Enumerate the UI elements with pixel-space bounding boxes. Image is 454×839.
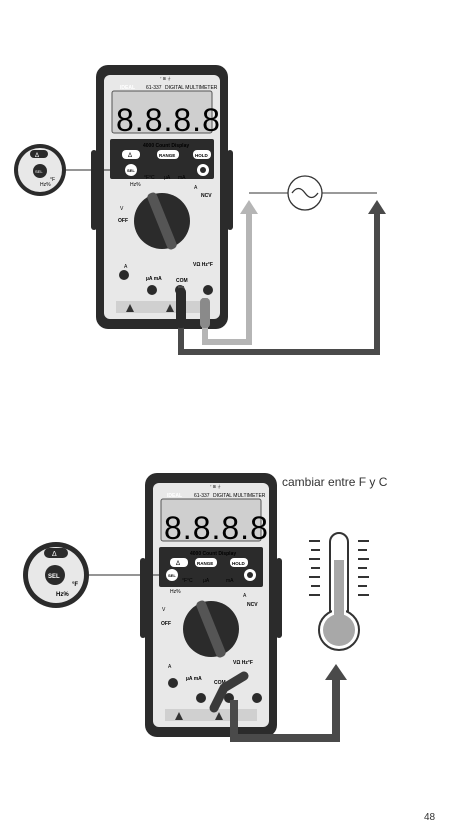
sel-button-top[interactable]: SEL: [127, 168, 135, 173]
range-button-top[interactable]: RANGE: [159, 153, 175, 158]
probe-red-top: [200, 298, 210, 328]
meter-top-warnings: ᐩ ⊞ ⏚: [160, 75, 171, 81]
lead-arrow-bottom-head: [325, 664, 347, 680]
dial-ncv-top: NCV: [201, 193, 212, 199]
count-display-bottom: 4000 Count Display: [190, 551, 236, 557]
delta-button-top[interactable]: Δ: [128, 153, 132, 159]
lead-arrow-light-head: [240, 200, 258, 214]
dial-v-top: V: [120, 206, 124, 212]
jack-com-top: COM: [176, 278, 188, 284]
callout-delta-top: Δ: [35, 153, 39, 159]
range-button-bottom[interactable]: RANGE: [197, 561, 213, 566]
thermometer-icon: [309, 532, 369, 651]
dial-ma-top: mA: [178, 175, 186, 181]
jack-uama-top: µA mA: [146, 276, 162, 282]
jack-v-bottom: VΩ Hz°F: [233, 660, 253, 666]
dial-hz-top: Hz%: [130, 182, 141, 188]
dial-hz-bottom: Hz%: [170, 589, 181, 595]
callout-sel-bottom: SEL: [48, 574, 60, 580]
callout-hz-top: Hz%: [40, 182, 51, 188]
dial-ma-bottom: mA: [226, 578, 234, 584]
caption-switch-f-c: cambiar entre F y C: [282, 475, 388, 489]
model-bottom: 61-337: [194, 493, 210, 499]
dial-ua-bottom: µA: [203, 578, 210, 584]
callout-bottom: Δ SEL °F Hz%: [23, 542, 166, 608]
title-bottom: DIGITAL MULTIMETER: [213, 493, 266, 499]
sel-button-bottom[interactable]: SEL: [168, 573, 176, 578]
dial-temp-bottom: °F°C: [182, 578, 193, 584]
meter-bottom-warnings: ᐩ ⊞ ⏚: [210, 483, 221, 489]
callout-sel-top: SEL: [35, 169, 43, 174]
brand-logo-top: IDEAL: [120, 85, 135, 91]
dial-temp-top: °F°C: [144, 175, 155, 181]
title-top: DIGITAL MULTIMETER: [165, 85, 218, 91]
jack-a-top: A: [124, 264, 128, 270]
jack-a-bottom: A: [168, 664, 172, 670]
lcd-digits-bottom: 8.8.8.8: [164, 510, 269, 546]
jack-uama-bottom: µA mA: [186, 676, 202, 682]
dial-ncv-bottom: NCV: [247, 602, 258, 608]
callout-hz-bottom: Hz%: [56, 592, 69, 598]
probe-black-top: [176, 288, 186, 328]
probe-bottom: [209, 671, 249, 713]
page-number: 48: [424, 812, 436, 823]
hold-button-top[interactable]: HOLD: [195, 153, 208, 158]
callout-delta-bottom: Δ: [52, 551, 57, 558]
callout-top: Δ SEL °F Hz%: [14, 144, 125, 196]
dial-off-top: OFF: [118, 218, 128, 224]
buttons-top: Δ RANGE HOLD SEL: [122, 150, 211, 176]
jack-com-bottom: COM: [214, 680, 226, 686]
model-top: 61-337: [146, 85, 162, 91]
dial-a-bottom: A: [243, 593, 247, 599]
backlight-icon-top[interactable]: [200, 167, 206, 173]
lead-arrow-dark-head: [368, 200, 386, 214]
dial-v-bottom: V: [162, 607, 166, 613]
lcd-digits-top: 8.8.8.8: [116, 102, 221, 138]
delta-button-bottom[interactable]: Δ: [176, 561, 180, 567]
jack-v-top: VΩ Hz°F: [193, 262, 213, 268]
callout-f-bottom: °F: [72, 582, 78, 588]
dial-a-top: A: [194, 185, 198, 191]
buttons-bottom: Δ RANGE HOLD SEL: [166, 558, 256, 581]
dial-off-bottom: OFF: [161, 621, 171, 627]
hold-button-bottom[interactable]: HOLD: [232, 561, 245, 566]
dial-ua-top: µA: [164, 175, 171, 181]
count-display-top: 4000 Count Display: [143, 143, 189, 149]
ac-source-symbol: [287, 175, 323, 211]
backlight-icon-bottom[interactable]: [247, 572, 253, 578]
lead-arrow-bottom: [230, 678, 340, 742]
callout-f-top: °F: [50, 177, 55, 183]
brand-logo-bottom: IDEAL: [167, 493, 182, 499]
